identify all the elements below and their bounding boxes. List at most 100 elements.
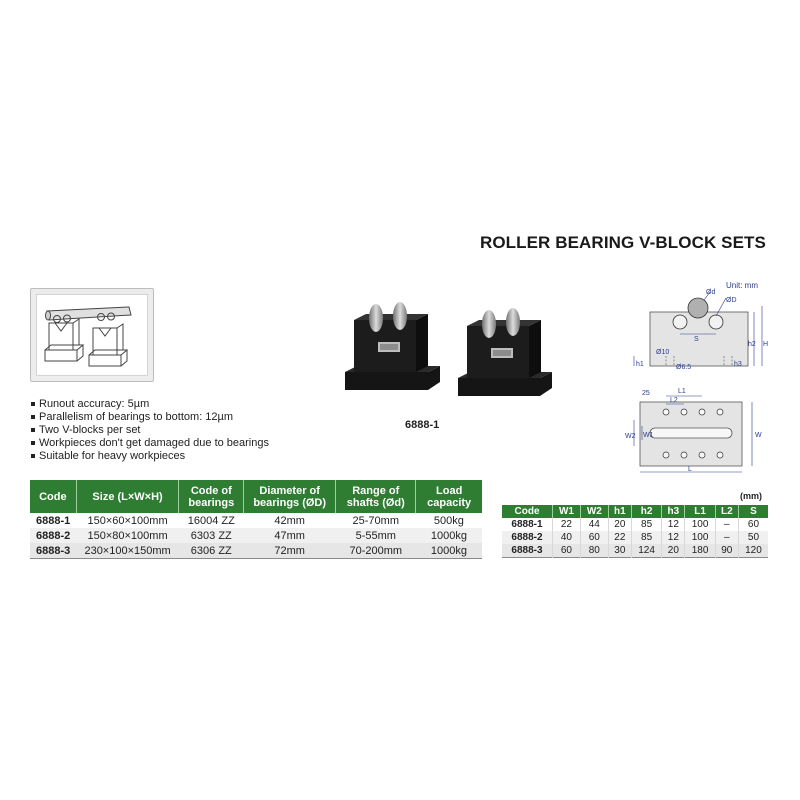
- dim-table-header-row: Code W1 W2 h1 h2 h3 L1 L2 S: [502, 505, 768, 518]
- v-block-right: [458, 308, 552, 396]
- table-cell: 44: [580, 518, 609, 531]
- unit-note: Unit: mm: [726, 281, 758, 290]
- dim-label-w: W: [755, 432, 762, 439]
- dim-header-h3: h3: [661, 505, 686, 518]
- table-cell: 150×80×100mm: [76, 528, 179, 543]
- table-cell: –: [715, 531, 739, 544]
- spec-header-size: Size (L×W×H): [76, 480, 180, 513]
- table-cell: 60: [738, 518, 768, 531]
- table-cell: 120: [738, 544, 768, 558]
- table-row: 6888-1 150×60×100mm 16004 ZZ 42mm 25-70m…: [30, 513, 482, 528]
- table-cell: 47mm: [243, 528, 336, 543]
- table-cell: 60: [552, 544, 581, 558]
- dim-label-w2: W2: [625, 433, 636, 440]
- feature-list: Runout accuracy: 5µm Parallelism of bear…: [30, 398, 269, 463]
- dim-label-h: H: [763, 341, 768, 348]
- table-cell: 50: [738, 531, 768, 544]
- spec-table-header-row: Code Size (L×W×H) Code of bearings Diame…: [30, 480, 482, 513]
- table-cell: 30: [608, 544, 632, 558]
- table-cell: 20: [608, 518, 632, 531]
- dim-label-h2: h2: [748, 341, 756, 348]
- table-cell: 1000kg: [415, 543, 482, 559]
- dim-header-s: S: [738, 505, 768, 518]
- v-block-sketch-image: [44, 306, 132, 367]
- table-cell: 6303 ZZ: [178, 528, 244, 543]
- table-cell: 70-200mm: [335, 543, 416, 559]
- v-block-left: [345, 302, 440, 390]
- spec-header-bearing-code: Code of bearings: [178, 480, 245, 513]
- feature-item: Parallelism of bearings to bottom: 12µm: [30, 411, 269, 424]
- table-row: 6888-1 22 44 20 85 12 100 – 60: [502, 518, 768, 531]
- table-cell: 6888-1: [502, 518, 553, 531]
- page-title: ROLLER BEARING V-BLOCK SETS: [479, 233, 766, 252]
- dimension-unit-label: (mm): [740, 491, 762, 501]
- table-cell: 6888-3: [502, 544, 553, 558]
- dim-label-big-d: ØD: [726, 297, 737, 304]
- sketch-panel: [36, 294, 148, 376]
- table-cell: 16004 ZZ: [178, 513, 244, 528]
- feature-item: Workpieces don't get damaged due to bear…: [30, 437, 269, 450]
- dim-header-code: Code: [502, 505, 553, 518]
- dim-label-h3: h3: [734, 361, 742, 368]
- dim-label-d10: Ø10: [656, 349, 669, 356]
- table-cell: 124: [631, 544, 663, 558]
- table-row: 6888-3 60 80 30 124 20 180 90 120: [502, 544, 768, 558]
- table-cell: 230×100×150mm: [76, 543, 179, 559]
- table-cell: 20: [661, 544, 686, 558]
- table-cell: 22: [552, 518, 581, 531]
- table-cell: 100: [684, 518, 716, 531]
- dim-header-h2: h2: [631, 505, 663, 518]
- dim-header-l1: L1: [684, 505, 716, 518]
- dim-header-w2: W2: [580, 505, 609, 518]
- table-cell: 100: [684, 531, 716, 544]
- spec-header-bearing-diameter: Diameter of bearings (ØD): [243, 480, 337, 513]
- table-cell: 150×60×100mm: [76, 513, 179, 528]
- dim-header-h1: h1: [608, 505, 632, 518]
- table-cell: 12: [661, 518, 686, 531]
- dim-header-l2: L2: [715, 505, 739, 518]
- product-photo: [345, 302, 552, 396]
- dim-label-l: L: [688, 466, 692, 473]
- table-cell: 1000kg: [415, 528, 482, 543]
- dim-label-s: S: [694, 336, 699, 343]
- dim-label-25: 25: [642, 390, 650, 397]
- table-cell: 85: [631, 531, 663, 544]
- table-row: 6888-3 230×100×150mm 6306 ZZ 72mm 70-200…: [30, 543, 482, 559]
- table-cell: 6306 ZZ: [178, 543, 244, 559]
- spec-header-load: Load capacity: [415, 480, 482, 513]
- table-cell: 60: [580, 531, 609, 544]
- table-row: 6888-2 150×80×100mm 6303 ZZ 47mm 5-55mm …: [30, 528, 482, 543]
- table-cell: 12: [661, 531, 686, 544]
- top-view-diagram: 25 L1 L2 L W2 W1 W: [625, 388, 762, 473]
- table-cell: 180: [684, 544, 716, 558]
- dim-label-l2: L2: [670, 397, 678, 404]
- dim-label-d65: Ø6.5: [676, 364, 691, 371]
- table-cell: 6888-2: [30, 528, 77, 543]
- front-view-diagram: Ød ØD S Ø10 Ø6.5 h1 h2 h3 H: [633, 289, 768, 371]
- table-cell: 42mm: [243, 513, 336, 528]
- table-cell: 25-70mm: [335, 513, 416, 528]
- dim-label-l1: L1: [678, 388, 686, 395]
- dim-label-d: Ød: [706, 289, 715, 296]
- spec-table: Code Size (L×W×H) Code of bearings Diame…: [30, 480, 482, 559]
- table-cell: 5-55mm: [335, 528, 416, 543]
- dimension-table: Code W1 W2 h1 h2 h3 L1 L2 S 6888-1 22 44…: [502, 505, 768, 558]
- model-label: 6888-1: [405, 419, 440, 431]
- dim-label-h1: h1: [636, 361, 644, 368]
- dim-label-w1: W1: [643, 432, 654, 439]
- table-cell: 90: [715, 544, 739, 558]
- dim-header-w1: W1: [552, 505, 581, 518]
- sketch-frame: [30, 288, 154, 382]
- table-cell: 6888-1: [30, 513, 77, 528]
- table-cell: 40: [552, 531, 581, 544]
- feature-item: Two V-blocks per set: [30, 424, 269, 437]
- table-cell: –: [715, 518, 739, 531]
- table-cell: 500kg: [415, 513, 482, 528]
- table-cell: 6888-2: [502, 531, 553, 544]
- feature-item: Suitable for heavy workpieces: [30, 450, 269, 463]
- table-cell: 22: [608, 531, 632, 544]
- table-cell: 72mm: [243, 543, 336, 559]
- table-row: 6888-2 40 60 22 85 12 100 – 50: [502, 531, 768, 544]
- table-cell: 85: [631, 518, 663, 531]
- table-cell: 6888-3: [30, 543, 77, 559]
